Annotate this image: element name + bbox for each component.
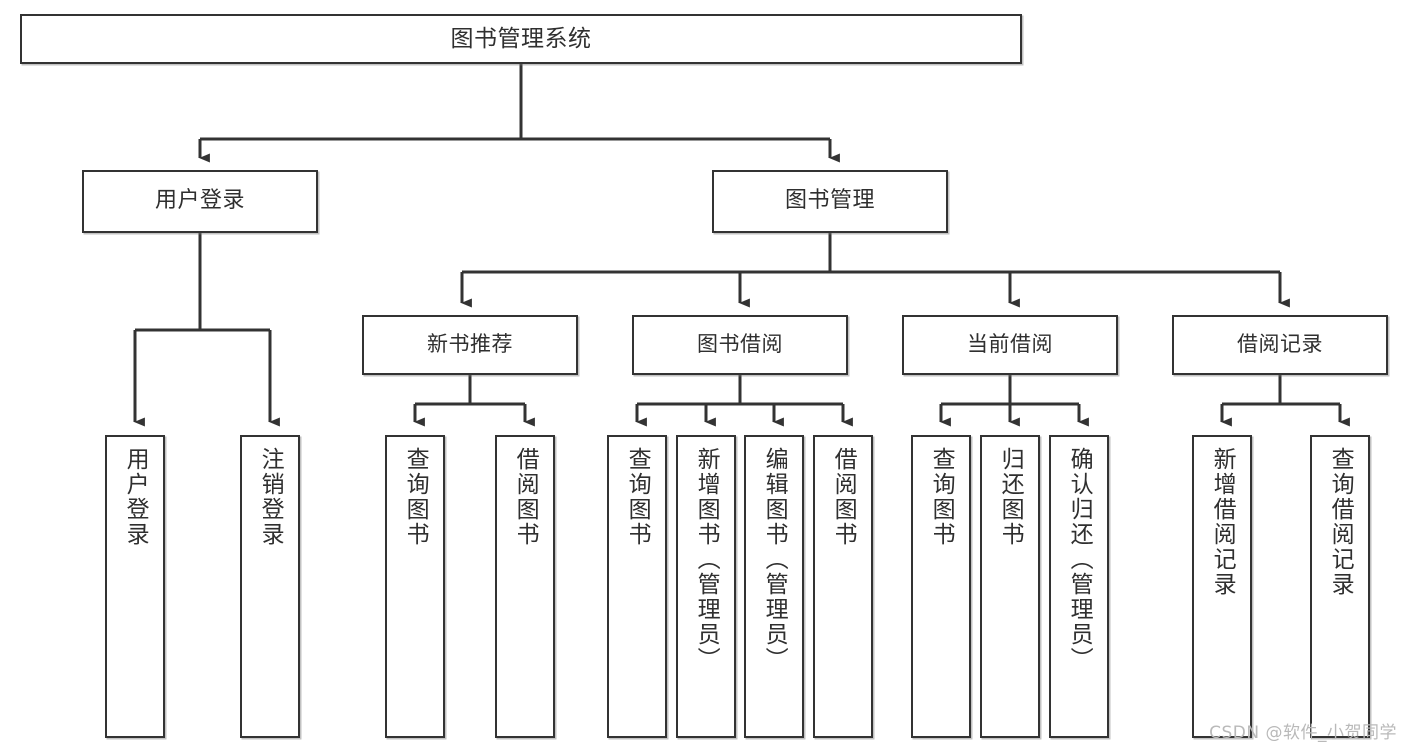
node-leaf-query-book-1-label: 查询图书	[402, 447, 429, 547]
node-current-borrow-label: 当前借阅	[967, 332, 1053, 357]
node-leaf-query-book-2-label: 查询图书	[624, 447, 651, 547]
node-book-borrow-label: 图书借阅	[697, 332, 783, 357]
node-leaf-user-logout-label: 注销登录	[257, 447, 284, 547]
node-leaf-add-book[interactable]: 新增图书（管理员）	[676, 435, 736, 738]
node-book-manage-label: 图书管理	[784, 188, 875, 214]
node-leaf-edit-book[interactable]: 编辑图书（管理员）	[744, 435, 804, 738]
node-leaf-edit-book-label: 编辑图书（管理员）	[761, 447, 788, 672]
node-book-manage[interactable]: 图书管理	[712, 170, 948, 233]
node-leaf-query-record[interactable]: 查询借阅记录	[1310, 435, 1370, 738]
node-leaf-query-book-1[interactable]: 查询图书	[385, 435, 445, 738]
node-leaf-query-book-3[interactable]: 查询图书	[911, 435, 971, 738]
node-root[interactable]: 图书管理系统	[20, 14, 1022, 64]
node-leaf-confirm-return-label: 确认归还（管理员）	[1066, 447, 1093, 672]
node-book-borrow[interactable]: 图书借阅	[632, 315, 848, 375]
node-leaf-user-login[interactable]: 用户登录	[105, 435, 165, 738]
node-new-book-rec-label: 新书推荐	[427, 332, 513, 357]
node-borrow-record[interactable]: 借阅记录	[1172, 315, 1388, 375]
node-leaf-query-book-3-label: 查询图书	[928, 447, 955, 547]
node-new-book-rec[interactable]: 新书推荐	[362, 315, 578, 375]
node-current-borrow[interactable]: 当前借阅	[902, 315, 1118, 375]
node-user-login-label: 用户登录	[154, 188, 245, 214]
node-leaf-borrow-book-1[interactable]: 借阅图书	[495, 435, 555, 738]
node-leaf-add-book-label: 新增图书（管理员）	[693, 447, 720, 672]
node-leaf-query-record-label: 查询借阅记录	[1327, 447, 1354, 597]
node-borrow-record-label: 借阅记录	[1237, 332, 1323, 357]
watermark-text: CSDN @软件_小贺同学	[1209, 723, 1397, 743]
node-leaf-add-record-label: 新增借阅记录	[1209, 447, 1236, 597]
node-leaf-user-logout[interactable]: 注销登录	[240, 435, 300, 738]
node-leaf-query-book-2[interactable]: 查询图书	[607, 435, 667, 738]
node-root-label: 图书管理系统	[450, 25, 592, 52]
node-user-login[interactable]: 用户登录	[82, 170, 318, 233]
node-leaf-add-record[interactable]: 新增借阅记录	[1192, 435, 1252, 738]
node-leaf-return-book-label: 归还图书	[997, 447, 1024, 547]
node-leaf-borrow-book-2-label: 借阅图书	[830, 447, 857, 547]
node-leaf-borrow-book-2[interactable]: 借阅图书	[813, 435, 873, 738]
node-leaf-confirm-return[interactable]: 确认归还（管理员）	[1049, 435, 1109, 738]
node-leaf-user-login-label: 用户登录	[122, 447, 149, 547]
node-leaf-borrow-book-1-label: 借阅图书	[512, 447, 539, 547]
node-leaf-return-book[interactable]: 归还图书	[980, 435, 1040, 738]
